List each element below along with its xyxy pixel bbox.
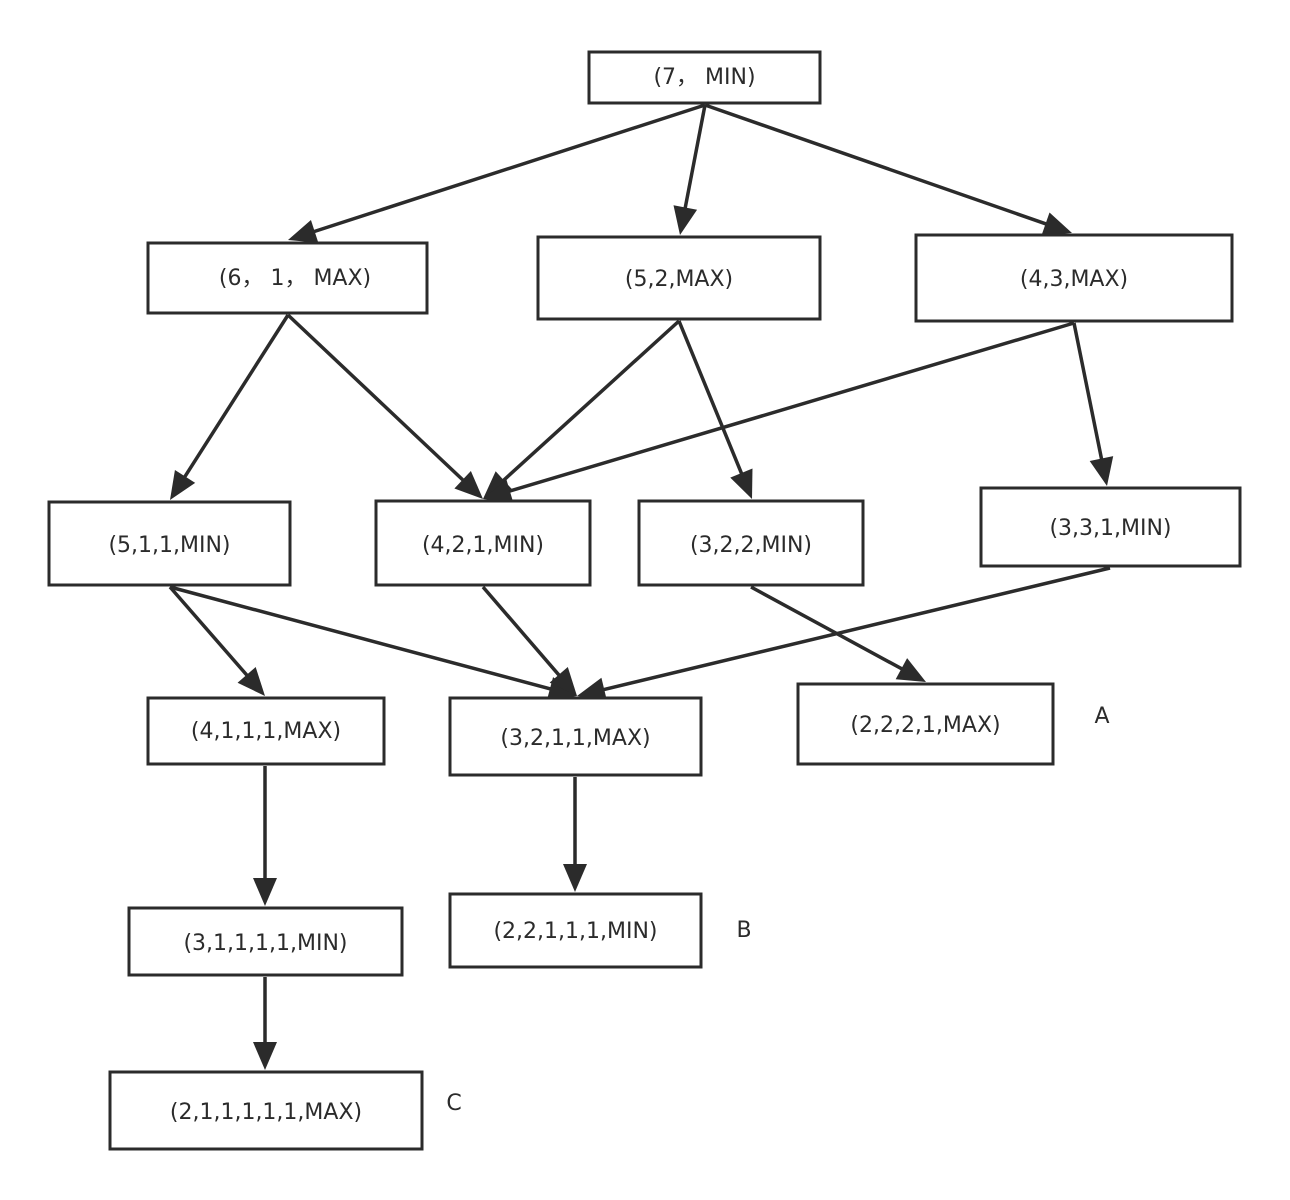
- node-label: (4,3,MAX): [1020, 267, 1128, 292]
- edge-line: [481, 585, 562, 678]
- node-label: (2,2,2,1,MAX): [850, 713, 1000, 738]
- node-4-2-1-min: (4,2,1,MIN): [374, 499, 592, 587]
- arrowhead-icon: [454, 471, 483, 499]
- arrowhead-icon: [1041, 212, 1072, 236]
- edge-n3211-to-n22111: [563, 777, 587, 892]
- arrowhead-icon: [1089, 456, 1114, 486]
- node-label: (4,2,1,MIN): [422, 533, 544, 558]
- edge-n421-to-n3211: [481, 585, 577, 696]
- node-label: (7， MIN): [653, 65, 755, 90]
- arrowhead-icon: [895, 658, 926, 682]
- node-label: (6， 1， MAX): [219, 266, 371, 291]
- node-label: (3,2,1,1,MAX): [500, 726, 650, 751]
- node-2-1-1-1-1-1-max: (2,1,1,1,1,1,MAX): [108, 1070, 424, 1151]
- node-label: (5,1,1,MIN): [108, 533, 230, 558]
- node-label: (3,2,2,MIN): [690, 533, 812, 558]
- arrowhead-icon: [549, 666, 577, 696]
- node-label: (5,2,MAX): [625, 267, 733, 292]
- edge-n43-to-n331: [1072, 322, 1114, 486]
- arrowhead-icon: [253, 1042, 277, 1070]
- arrowhead-icon: [288, 219, 319, 243]
- arrowhead-icon: [253, 878, 277, 906]
- edge-line: [312, 103, 706, 234]
- node-label: (2,1,1,1,1,1,MAX): [170, 1100, 362, 1125]
- side-label-c: C: [446, 1091, 461, 1116]
- arrowhead-icon: [483, 471, 512, 499]
- node-label: (3,3,1,MIN): [1049, 516, 1171, 541]
- edge-line: [168, 585, 250, 678]
- edge-n7-to-n43: [704, 103, 1072, 236]
- node-5-1-1-min: (5,1,1,MIN): [47, 500, 292, 587]
- node-3-2-1-1-max: (3,2,1,1,MAX): [448, 696, 703, 777]
- edge-line: [704, 103, 1049, 227]
- edge-line: [182, 314, 290, 480]
- edge-line: [1072, 322, 1104, 461]
- edge-line: [169, 585, 553, 691]
- edge-n7-to-n52: [673, 104, 707, 235]
- edge-n511-to-n3211: [169, 585, 577, 701]
- arrowhead-icon: [483, 479, 514, 503]
- side-label-b: B: [736, 918, 751, 943]
- arrowhead-icon: [563, 864, 587, 892]
- arrowhead-icon: [170, 469, 196, 500]
- edge-n322-to-n2221: [750, 585, 926, 682]
- edge-n4111-to-n31111: [253, 766, 277, 906]
- arrowhead-icon: [730, 468, 753, 499]
- arrowhead-icon: [673, 205, 698, 235]
- node-3-1-1-1-1-min: (3,1,1,1,1,MIN): [127, 906, 404, 977]
- node-label: (3,1,1,1,1,MIN): [183, 931, 347, 956]
- edge-n61-to-n421: [286, 313, 483, 499]
- edge-line: [286, 313, 466, 483]
- node-3-2-2-min: (3,2,2,MIN): [637, 499, 865, 587]
- edge-n43-to-n421: [483, 321, 1075, 503]
- edge-line: [683, 104, 707, 210]
- edge-n52-to-n322: [677, 320, 753, 499]
- arrowhead-icon: [577, 677, 608, 702]
- edges-layer: [168, 103, 1114, 1070]
- side-label-a: A: [1094, 704, 1109, 729]
- edge-n511-to-n4111: [168, 585, 265, 696]
- node-4-3-max: (4,3,MAX): [914, 233, 1234, 323]
- edge-line: [501, 319, 681, 483]
- node-2-2-1-1-1-min: (2,2,1,1,1,MIN): [448, 892, 703, 969]
- edge-line: [677, 320, 744, 476]
- edge-n331-to-n3211: [577, 566, 1111, 702]
- edge-n52-to-n421: [483, 319, 681, 499]
- node-4-1-1-1-max: (4,1,1,1,MAX): [146, 696, 386, 766]
- nodes-layer: (7， MIN) (6， 1， MAX) (5,2,MAX) (4,3,MAX)…: [47, 50, 1242, 1151]
- edge-n61-to-n511: [170, 314, 290, 500]
- edge-line: [507, 321, 1075, 494]
- node-label: (4,1,1,1,MAX): [191, 719, 341, 744]
- node-7-min: (7， MIN): [587, 50, 822, 105]
- edge-line: [750, 585, 904, 672]
- edge-n31111-to-n211111: [253, 977, 277, 1070]
- node-2-2-2-1-max: (2,2,2,1,MAX): [796, 682, 1055, 766]
- edge-n7-to-n61: [288, 103, 706, 243]
- node-5-2-max: (5,2,MAX): [536, 235, 822, 321]
- arrowhead-icon: [237, 667, 265, 696]
- edge-line: [601, 566, 1111, 692]
- node-6-1-max: (6， 1， MAX): [146, 241, 429, 315]
- node-3-3-1-min: (3,3,1,MIN): [979, 486, 1242, 568]
- node-label: (2,2,1,1,1,MIN): [493, 919, 657, 944]
